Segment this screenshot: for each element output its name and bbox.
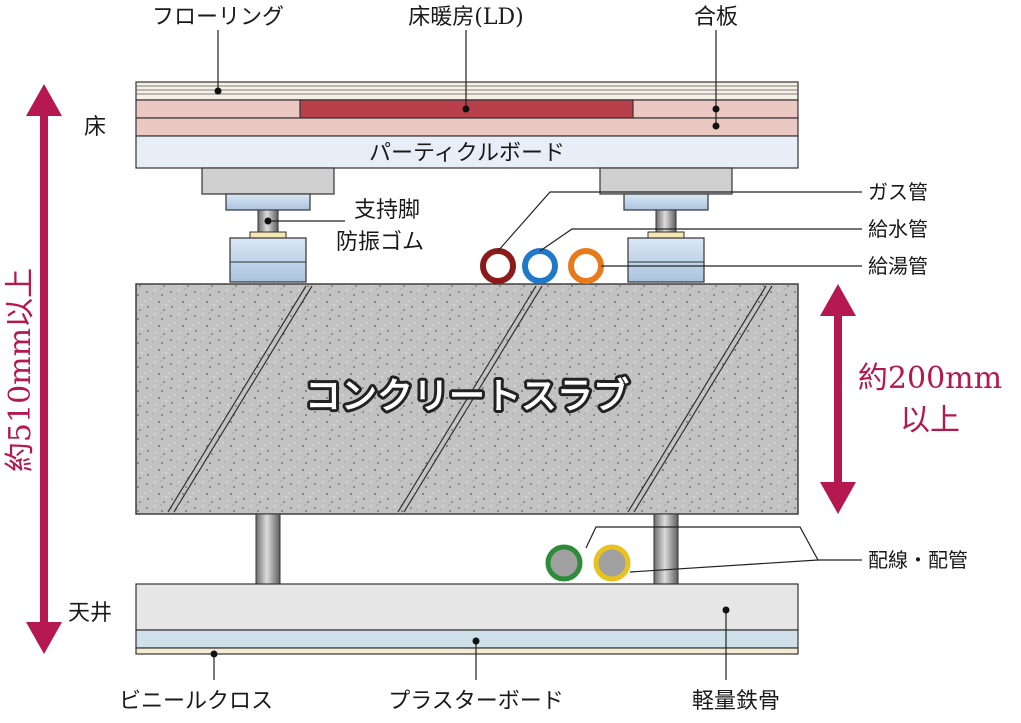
wiring <box>545 544 631 582</box>
support-leg-left <box>201 167 335 283</box>
particle-board-layer <box>135 135 799 169</box>
floor-heating-label: 床暖房(LD) <box>408 5 523 30</box>
floor-assembly: パーティクルボード <box>135 81 799 169</box>
support-leg-right <box>599 167 733 283</box>
concrete-slab: コンクリートスラブ <box>135 283 799 515</box>
slab-thickness-label-1: 約200mm <box>858 361 1002 396</box>
total-height-label: 約510mm以上 <box>3 268 38 472</box>
support-leg-label: 支持脚 <box>354 198 420 223</box>
plaster-board-layer <box>135 629 799 649</box>
slab-thickness-arrow <box>820 284 856 514</box>
wiring-label: 配線・配管 <box>868 548 968 572</box>
ceiling-hanger-left <box>255 513 281 585</box>
leader-lines <box>213 30 862 680</box>
slab-thickness-label-2: 以上 <box>900 403 960 438</box>
hot-water-pipe-label: 給湯管 <box>868 254 928 278</box>
water-pipe-label: 給水管 <box>868 217 928 241</box>
plaster-board-label: プラスターボード <box>388 689 564 714</box>
hot-water-pipe-icon <box>568 248 604 284</box>
flooring-label: フローリング <box>152 5 284 30</box>
water-pipe-icon <box>522 248 558 284</box>
flooring-layer <box>135 81 799 101</box>
plywood-label: 合板 <box>694 5 738 30</box>
leader-dots <box>210 87 730 658</box>
light-steel-frame-label: 軽量鉄骨 <box>692 689 780 714</box>
concrete-slab-label: コンクリートスラブ <box>305 375 629 417</box>
ceiling-hanger-right <box>653 513 679 585</box>
vinyl-cloth-layer <box>135 647 799 655</box>
floor-label: 床 <box>84 115 106 140</box>
particle-board-label: パーティクルボード <box>369 141 565 166</box>
gas-pipe-label: ガス管 <box>868 180 928 204</box>
vibration-rubber-label: 防振ゴム <box>336 230 424 255</box>
slab-crack-lines <box>167 285 773 513</box>
ceiling-label: 天井 <box>68 601 112 626</box>
light-steel-frame-layer <box>135 583 799 631</box>
total-height-arrow <box>26 84 62 654</box>
wire-yellow-icon <box>593 544 631 582</box>
plywood-lower-layer <box>135 117 799 137</box>
pipes <box>480 248 604 284</box>
gas-pipe-icon <box>480 248 516 284</box>
vinyl-cloth-label: ビニールクロス <box>119 689 273 714</box>
ceiling-assembly <box>135 583 799 655</box>
wire-green-icon <box>545 544 583 582</box>
